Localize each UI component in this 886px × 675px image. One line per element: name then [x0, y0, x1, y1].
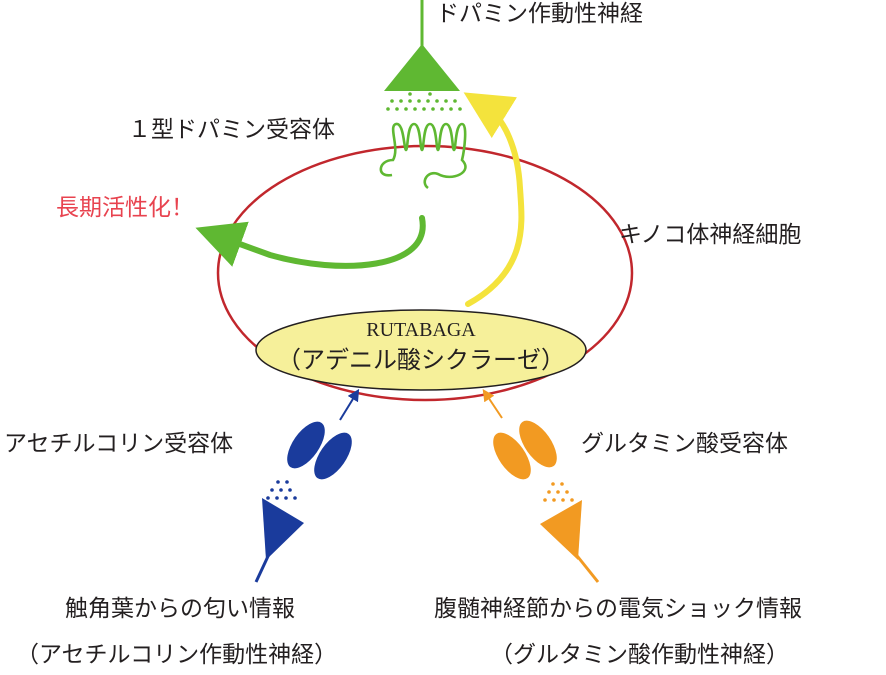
- glu-receptor-label: グルタミン酸受容体: [581, 431, 788, 457]
- glu-terminal-icon: [540, 500, 582, 560]
- glu-release-dots: [543, 482, 574, 502]
- rutabaga-enzyme: [255, 309, 587, 391]
- dopamine-release-dots: [386, 92, 462, 111]
- ach-receptor-icon: [287, 421, 352, 480]
- adenylyl-cyclase-label: （アデニル酸シクラーゼ）: [277, 346, 565, 374]
- ach-terminal-icon: [262, 498, 304, 560]
- odor-input-label: 触角葉からの匂い情報: [65, 596, 295, 622]
- kenyon-cell-label: キノコ体神経細胞: [619, 222, 802, 248]
- glu-receptor-icon: [493, 420, 557, 480]
- ltp-label: 長期活性化！: [56, 195, 194, 221]
- dopamine-neuron-label: ドパミン作動性神経: [436, 1, 643, 27]
- rutabaga-label: RUTABAGA: [366, 319, 476, 341]
- ltp-arrow: [195, 215, 426, 269]
- glu-axon: [572, 551, 600, 583]
- d1-receptor-label: １型ドパミン受容体: [128, 117, 335, 143]
- shock-input-label: 腹髄神経節からの電気ショック情報: [434, 596, 802, 622]
- d1-receptor-icon: [379, 122, 467, 190]
- shock-input-sub-label: （グルタミン酸作動性神経）: [490, 642, 789, 668]
- kenyon-cell-outline: [216, 144, 634, 402]
- glu-signal-arrow: [482, 389, 503, 419]
- camp-retrograde-arrow: [463, 92, 525, 307]
- ach-signal-arrow: [339, 388, 360, 421]
- ach-axon: [254, 551, 272, 583]
- ach-receptor-label: アセチルコリン受容体: [4, 431, 234, 457]
- odor-input-sub-label: （アセチルコリン作動性神経）: [16, 642, 338, 668]
- dopamine-terminal-icon: [384, 44, 460, 91]
- ach-release-dots: [266, 480, 297, 500]
